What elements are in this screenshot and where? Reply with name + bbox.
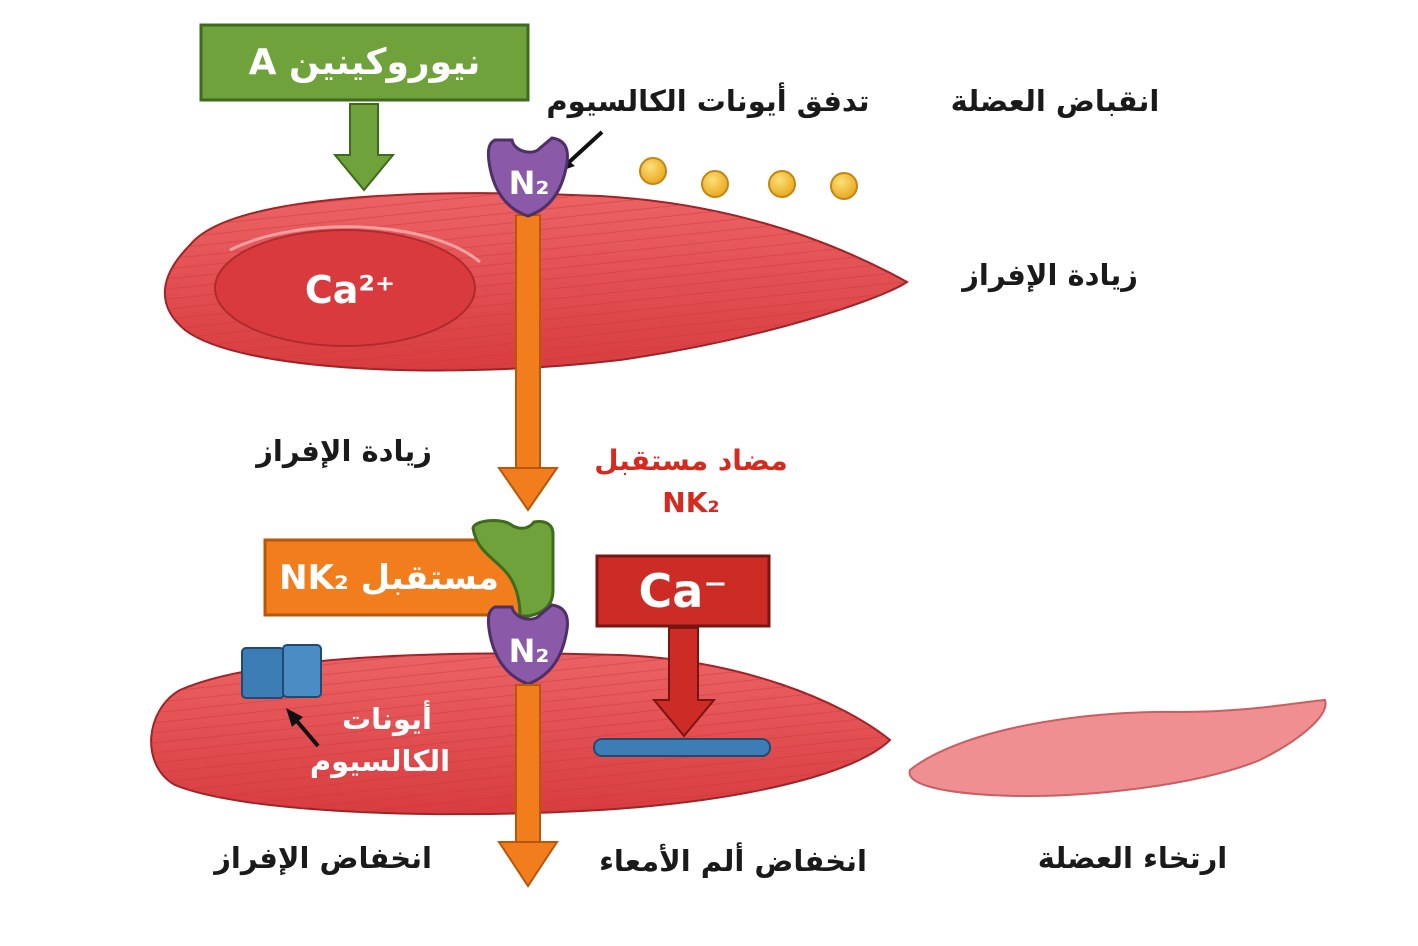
antagonist-label-line1: مضاد مستقبل <box>594 444 788 477</box>
nk2-antagonist-icon <box>471 519 555 618</box>
increased-secretion-right-label: زيادة الإفراز <box>962 258 1138 292</box>
calcium-ions-label-line1: أيونات <box>342 702 432 736</box>
n2-receptor-icon <box>486 136 569 218</box>
ca-minus-box <box>595 554 771 628</box>
top-muscle-cell <box>163 192 909 372</box>
top-orange-arrow <box>497 214 559 512</box>
n2-receptor-bottom-icon <box>486 603 569 686</box>
calcium-channel-icon <box>241 644 322 699</box>
decreased-secretion-label: انخفاض الإفراز <box>214 841 432 875</box>
calcium-ions-label-line2: الكالسيوم <box>309 744 451 778</box>
nk2-receptor-label: مستقبل NK₂ <box>279 557 499 598</box>
ca-inside-label: Ca²⁺ <box>304 268 396 312</box>
calcium-ion-dots <box>639 157 858 200</box>
antagonist-label-line2: NK₂ <box>662 486 720 519</box>
neurokinin-arrow <box>332 103 396 192</box>
calcium-influx-label: تدفق أيونات الكالسيوم <box>546 84 870 118</box>
neurokinin-label: نيوروكينين A <box>248 42 481 83</box>
bottom-orange-arrow <box>497 684 559 888</box>
n2-bottom-label: N₂ <box>508 632 550 670</box>
n2-top-label: N₂ <box>508 164 550 202</box>
neurokinin-box <box>199 23 530 102</box>
increased-secretion-left-label: زيادة الإفراز <box>256 434 432 468</box>
ca-minus-label: Ca⁻ <box>638 564 728 618</box>
nk2-receptor-box <box>263 538 529 617</box>
muscle-relaxation-label: ارتخاء العضلة <box>1037 841 1228 875</box>
blocked-channel-bar <box>593 738 771 757</box>
muscle-contraction-label: انقباض العضلة <box>950 84 1160 118</box>
channel-pointer-arrow <box>286 708 320 748</box>
relaxed-muscle-icon <box>908 698 1327 797</box>
decreased-gut-pain-label: انخفاض ألم الأمعاء <box>599 844 867 878</box>
ca-minus-arrow <box>651 627 717 738</box>
